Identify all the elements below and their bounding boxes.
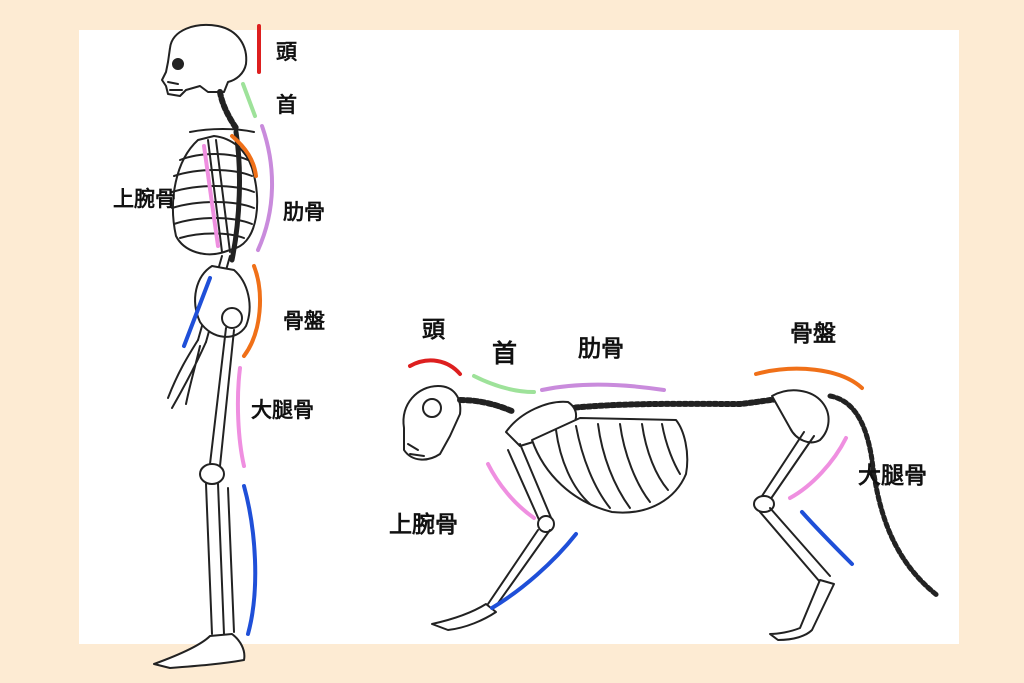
cat-pelvis-guide <box>754 366 864 390</box>
human-upper-arm-guide <box>202 144 220 248</box>
cat-pelvis-label: 骨盤 <box>790 321 836 347</box>
cat-head-label: 頭 <box>422 317 445 343</box>
human-neck-guide <box>241 82 257 118</box>
human-ribs-label: 肋骨 <box>283 200 325 224</box>
cat-upper-arm-label: 上腕骨 <box>389 512 458 538</box>
cat-neck-guide <box>472 374 536 394</box>
cat-ribcage-icon <box>531 417 689 514</box>
cat-femur-guide <box>788 436 848 500</box>
cat-skull-icon <box>402 385 462 461</box>
human-tibia-icon <box>205 483 235 635</box>
cat-tail-icon <box>827 393 941 599</box>
cat-guides <box>408 358 864 610</box>
human-femur-icon <box>209 327 235 467</box>
human-ribs-guide <box>256 124 274 252</box>
cat-humerus-icon <box>507 443 553 523</box>
human-skeleton-icon <box>153 24 259 669</box>
cat-front-paw-icon <box>431 603 497 631</box>
cat-femur-label: 大腿骨 <box>858 463 927 489</box>
cat-head-guide <box>408 358 462 376</box>
human-upper-arm-label: 上腕骨 <box>113 187 176 211</box>
cat-upper-arm-guide <box>486 462 536 520</box>
cat-hind-paw-icon <box>769 579 835 641</box>
cat-ribs-guide <box>540 382 666 392</box>
cat-spine-icon <box>537 395 799 415</box>
human-upper-arm-guide-orange <box>230 134 258 178</box>
human-femur-label: 大腿骨 <box>251 398 314 422</box>
human-femur-guide <box>235 366 246 468</box>
human-neck-vertebrae <box>217 89 239 131</box>
human-pelvis-icon <box>194 265 251 338</box>
cat-skeleton-icon <box>402 385 941 641</box>
cat-forearm-guide <box>490 532 578 610</box>
human-neck-label: 首 <box>276 93 297 117</box>
cat-femur-icon <box>761 431 815 501</box>
cat-pelvis-icon <box>771 389 830 444</box>
human-foot-icon <box>153 633 246 669</box>
human-humerus-icon <box>207 139 231 253</box>
human-skull-icon <box>161 24 248 97</box>
cat-neck-vertebrae <box>457 397 517 415</box>
human-forearm-guide <box>182 276 212 348</box>
human-head-label: 頭 <box>276 40 297 64</box>
cat-ribs-label: 肋骨 <box>578 336 624 362</box>
human-pelvis-label: 骨盤 <box>283 309 325 333</box>
human-lower-leg-guide <box>242 484 258 636</box>
cat-lower-leg-guide <box>800 510 854 566</box>
human-guides <box>182 24 274 636</box>
human-pelvis-guide <box>242 264 262 358</box>
cat-neck-label: 首 <box>492 339 518 368</box>
